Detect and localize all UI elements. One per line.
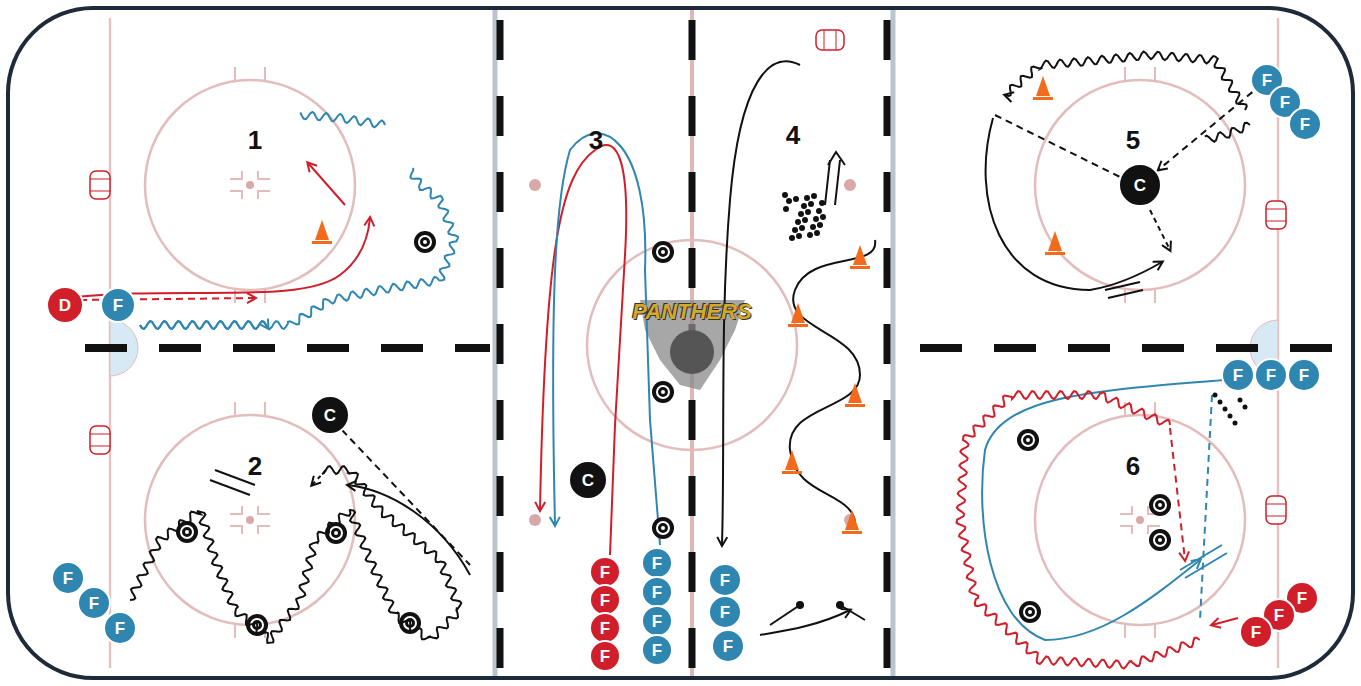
skating-path xyxy=(130,466,461,643)
player-marker: F xyxy=(1288,107,1322,141)
drill-number: 2 xyxy=(248,451,262,482)
player-letter: F xyxy=(113,297,123,314)
player-letter: F xyxy=(723,638,733,655)
player-letter: F xyxy=(652,555,662,572)
drill-number: 3 xyxy=(589,125,603,156)
drill-number: 6 xyxy=(1126,451,1140,482)
player-marker: F xyxy=(103,611,137,645)
player-letter: F xyxy=(652,642,662,659)
skating-path xyxy=(300,112,385,127)
skating-path xyxy=(957,391,1200,668)
player-letter: F xyxy=(720,604,730,621)
player-marker: F xyxy=(100,287,136,323)
player-letter: D xyxy=(59,297,71,314)
player-letter: F xyxy=(1297,590,1307,607)
player-letter: F xyxy=(115,620,125,637)
player-letter: C xyxy=(582,472,594,489)
player-marker: C xyxy=(1118,163,1162,207)
skating-path xyxy=(140,168,458,329)
player-letter: F xyxy=(1266,367,1276,384)
team-logo-text: PANTHERS xyxy=(632,299,751,325)
player-marker: C xyxy=(568,460,608,500)
player-letter: C xyxy=(1134,177,1146,194)
player-marker: F xyxy=(641,547,673,579)
player-letter: F xyxy=(720,572,730,589)
player-marker: F xyxy=(1254,358,1288,392)
player-marker: F xyxy=(1221,358,1255,392)
player-letter: F xyxy=(600,648,610,665)
player-marker: F xyxy=(708,595,742,629)
player-marker: F xyxy=(1239,615,1273,649)
player-letter: F xyxy=(1299,367,1309,384)
player-marker: F xyxy=(589,640,621,672)
player-marker: F xyxy=(711,629,745,663)
player-marker: F xyxy=(51,561,85,595)
player-marker: F xyxy=(641,634,673,666)
player-letter: F xyxy=(652,613,662,630)
player-letter: F xyxy=(1280,94,1290,111)
player-letter: F xyxy=(1251,624,1261,641)
player-marker: F xyxy=(641,605,673,637)
player-marker: F xyxy=(77,586,111,620)
player-letter: F xyxy=(1274,607,1284,624)
player-marker: C xyxy=(310,395,350,435)
drill-number: 1 xyxy=(248,125,262,156)
player-letter: F xyxy=(63,570,73,587)
player-letter: C xyxy=(324,407,336,424)
player-marker: F xyxy=(1287,358,1321,392)
player-letter: F xyxy=(652,584,662,601)
player-letter: F xyxy=(1262,72,1272,89)
player-letter: F xyxy=(1300,116,1310,133)
drill-number: 4 xyxy=(786,120,800,151)
player-letter: F xyxy=(89,595,99,612)
player-marker: D xyxy=(46,286,84,324)
player-letter: F xyxy=(600,620,610,637)
drill-number: 5 xyxy=(1126,125,1140,156)
skating-path xyxy=(140,321,268,329)
player-marker: F xyxy=(641,576,673,608)
player-marker: F xyxy=(708,563,742,597)
player-letter: F xyxy=(600,592,610,609)
player-letter: F xyxy=(600,564,610,581)
skating-path xyxy=(1005,52,1247,110)
pass-line xyxy=(1158,92,1252,170)
player-letter: F xyxy=(1233,367,1243,384)
